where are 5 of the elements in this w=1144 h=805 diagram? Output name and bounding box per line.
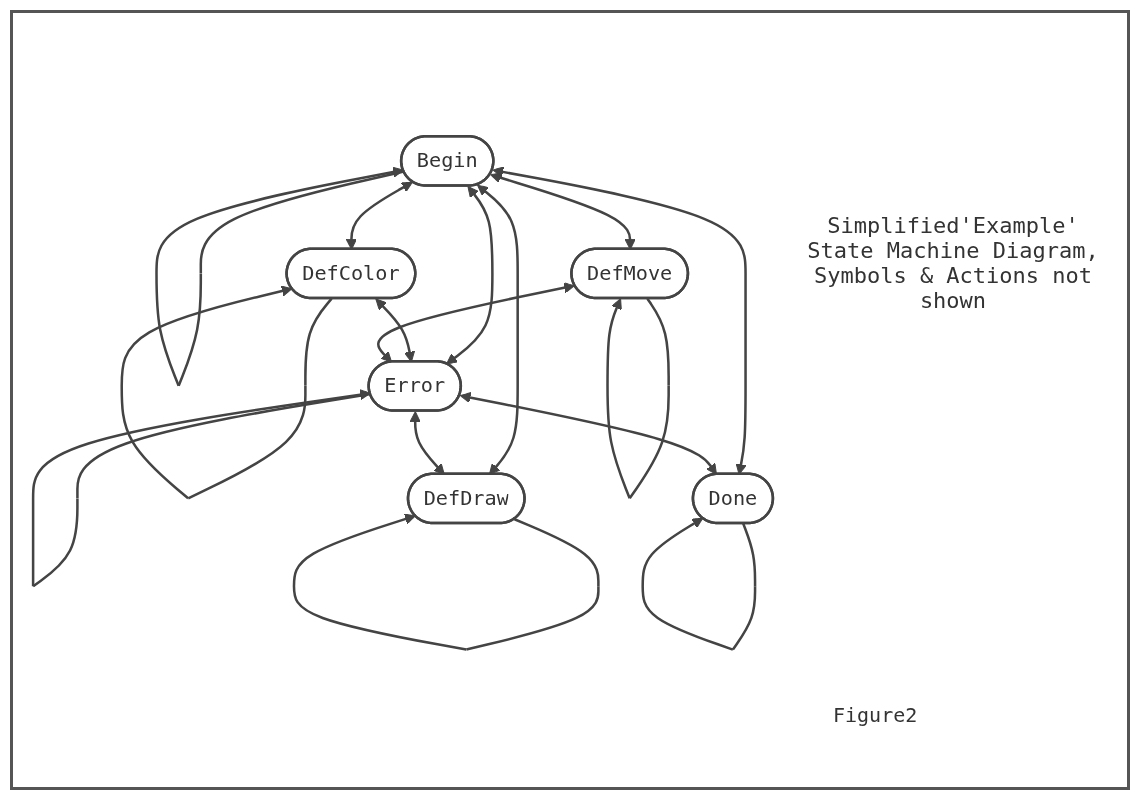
note-text: Simplified'Example' State Machine Diagram, Symbols & Actions not shown: [806, 213, 1100, 313]
figure-caption: Figure2: [833, 703, 918, 727]
arrow: [377, 282, 575, 363]
arrow: [459, 392, 717, 475]
arrow: [446, 186, 494, 365]
